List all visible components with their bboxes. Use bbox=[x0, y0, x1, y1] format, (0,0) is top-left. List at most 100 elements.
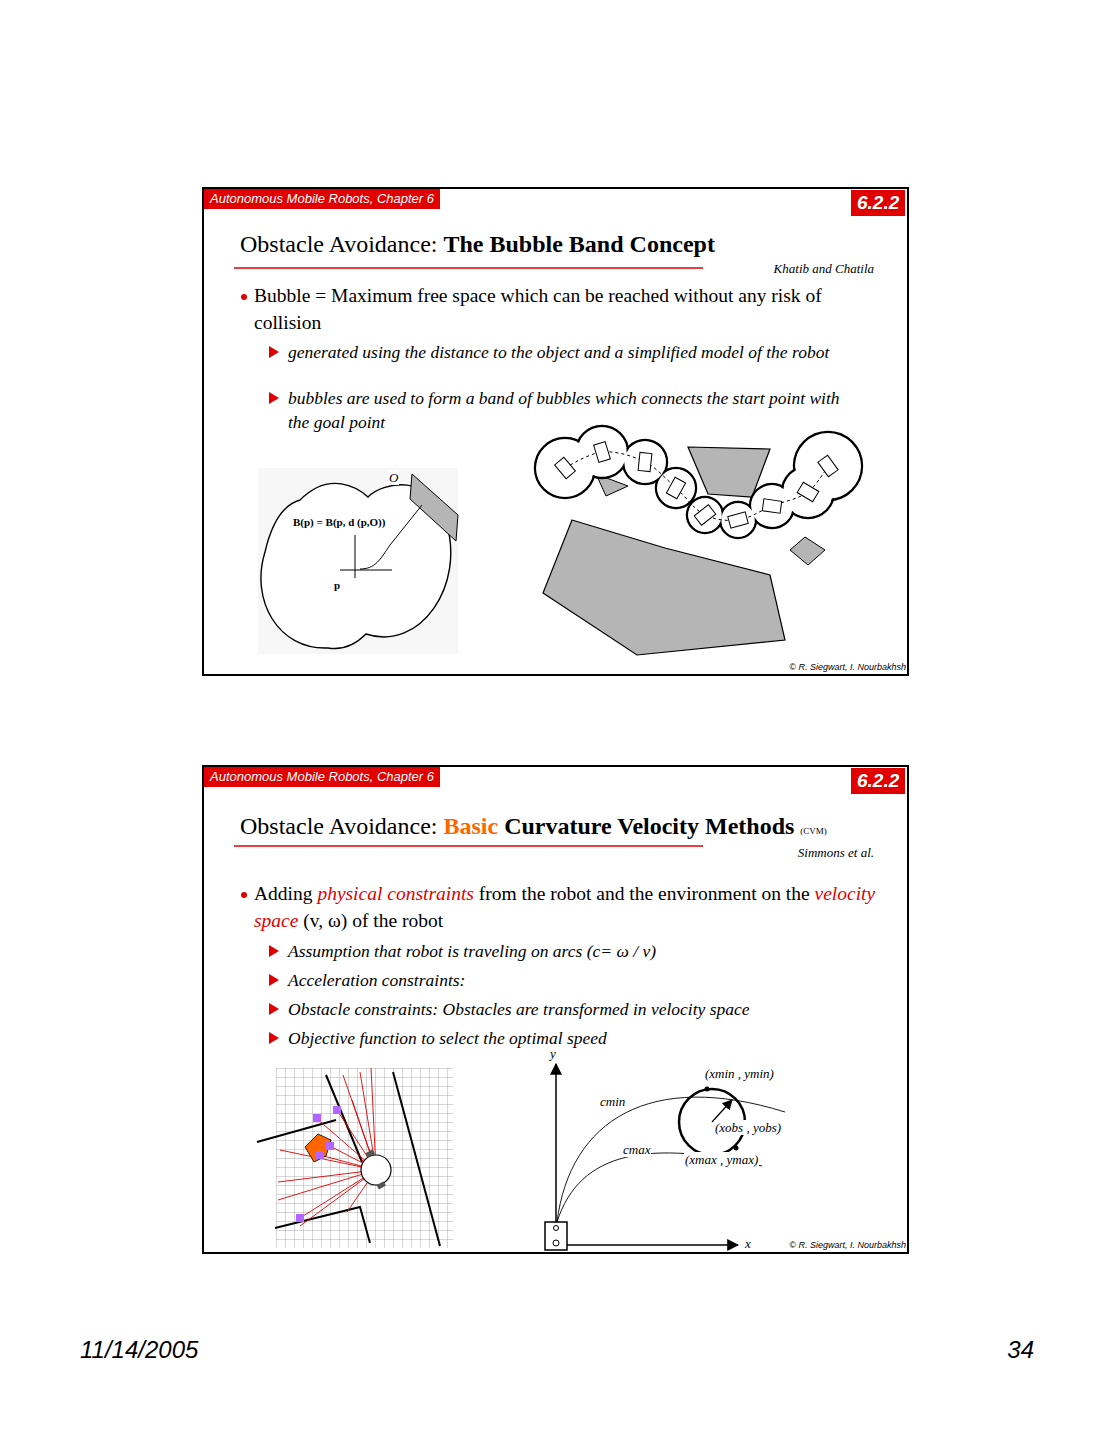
section-number: 6.2.2 bbox=[851, 190, 905, 216]
grid-figure bbox=[361, 1155, 391, 1185]
curvature-figure bbox=[556, 1244, 738, 1246]
curvature-figure bbox=[555, 1064, 557, 1245]
bubble-figure bbox=[258, 468, 458, 654]
grid-figure bbox=[393, 1072, 440, 1246]
point-label: p bbox=[333, 579, 341, 592]
bubble-band-figure bbox=[687, 497, 723, 533]
bubble-band-figure bbox=[728, 512, 748, 528]
bullet-mark bbox=[241, 892, 247, 898]
bubble-figure bbox=[258, 468, 458, 654]
section-number: 6.2.2 bbox=[851, 768, 905, 794]
grid-figure bbox=[296, 1106, 341, 1222]
bubble-band-figure bbox=[666, 477, 685, 499]
sub-bullet-text: generated using the distance to the obje… bbox=[288, 342, 829, 362]
chapter-tag: Autonomous Mobile Robots, Chapter 6 bbox=[204, 767, 440, 787]
chapter-tag: Autonomous Mobile Robots, Chapter 6 bbox=[210, 769, 434, 784]
bubble-figure bbox=[355, 535, 356, 578]
page-date: 11/14/2005 bbox=[80, 1336, 198, 1364]
copyright-note: © R. Siegwart, I. Nourbakhsh bbox=[752, 662, 906, 672]
bubble-band-figure bbox=[694, 505, 716, 526]
curvature-figure bbox=[545, 1222, 567, 1250]
bubble-band-figure bbox=[818, 455, 838, 477]
sub-bullet-text: generated using the distance to the obje… bbox=[288, 340, 878, 364]
bubble-band-figure bbox=[535, 426, 862, 538]
sub-bullet-text: Obstacle constraints: Obstacles are tran… bbox=[288, 999, 750, 1019]
grid-figure bbox=[296, 1214, 304, 1222]
slide-title: Basic bbox=[443, 813, 498, 839]
copyright-note: © R. Siegwart, I. Nourbakhsh bbox=[789, 1240, 906, 1250]
bullet-text: (v, ω) of the robot bbox=[303, 910, 443, 931]
copyright-note: © R. Siegwart, I. Nourbakhsh bbox=[752, 1240, 906, 1250]
axis-label: x bbox=[744, 1236, 752, 1251]
curvature-label: cmax bbox=[622, 1142, 651, 1157]
sub-bullet-text: Acceleration constraints: bbox=[288, 970, 465, 990]
bullet-text: from the robot and the environment on th… bbox=[479, 883, 810, 904]
author-note: Simmons et al. bbox=[664, 845, 874, 861]
slide-title: Obstacle Avoidance: bbox=[240, 813, 437, 839]
point-label: (xobs , yobs) bbox=[714, 1120, 782, 1135]
arrow-bullet-mark bbox=[269, 974, 279, 986]
grid-figure bbox=[313, 1114, 321, 1122]
arrow-bullet-mark bbox=[269, 392, 279, 404]
axis-label: y bbox=[549, 1046, 557, 1061]
bullet-text: Bubble = Maximum free space which can be… bbox=[254, 285, 822, 333]
bullet-text: Bubble = Maximum free space which can be… bbox=[254, 283, 884, 337]
bubble-band-figure bbox=[594, 442, 611, 463]
section-number: 6.2.2 bbox=[857, 192, 899, 213]
curvature-figure bbox=[545, 1064, 785, 1250]
grid-figure bbox=[326, 1075, 362, 1162]
curvature-figure bbox=[734, 1146, 739, 1151]
bubble-figure bbox=[410, 474, 458, 541]
grid-figure bbox=[366, 1149, 375, 1157]
grid-figure bbox=[316, 1151, 324, 1159]
bubble-figure bbox=[340, 570, 392, 571]
grid-figure bbox=[333, 1106, 341, 1114]
title-rule bbox=[234, 267, 703, 269]
grid-figure bbox=[257, 1072, 440, 1246]
curvature-label: cmin bbox=[599, 1094, 626, 1109]
section-number: 6.2.2 bbox=[857, 770, 899, 791]
arrow-bullet-mark bbox=[269, 1003, 279, 1015]
sub-bullet-text: Assumption that robot is traveling on ar… bbox=[288, 939, 878, 963]
curvature-figure bbox=[712, 1100, 732, 1122]
bubble-formula: B(p) = B(p, d (p,O)) bbox=[292, 516, 386, 529]
slide-title: Obstacle Avoidance: bbox=[240, 231, 437, 257]
curvature-figure bbox=[554, 1226, 559, 1231]
bubble-band-figure bbox=[688, 498, 721, 531]
bubble-band-figure bbox=[555, 457, 576, 479]
grid-figure bbox=[278, 1068, 376, 1226]
grid-figure bbox=[275, 1207, 370, 1243]
title-rule bbox=[234, 845, 703, 847]
bullet-mark bbox=[241, 294, 247, 300]
bubble-band-figure bbox=[624, 441, 665, 482]
obstacle-label: O bbox=[388, 470, 399, 485]
sub-bullet-text: Obstacle constraints: Obstacles are tran… bbox=[288, 997, 878, 1021]
curvature-figure bbox=[705, 1087, 710, 1092]
slide-title: Curvature Velocity Methods bbox=[504, 813, 794, 839]
grid-figure bbox=[257, 1068, 453, 1248]
grid-figure bbox=[377, 1181, 386, 1189]
sub-bullet-text: bubbles are used to form a band of bubbl… bbox=[288, 388, 840, 432]
point-label: (xmin , ymin) bbox=[704, 1066, 775, 1081]
curvature-figure bbox=[557, 1097, 785, 1222]
bubble-figure bbox=[360, 505, 422, 569]
bubble-band-figure bbox=[762, 499, 781, 513]
curvature-figure bbox=[557, 1153, 762, 1222]
sub-bullet-text: bubbles are used to form a band of bubbl… bbox=[288, 386, 853, 434]
sub-bullet-text: Objective function to select the optimal… bbox=[288, 1026, 878, 1050]
sub-bullet-text: Acceleration constraints: bbox=[288, 968, 878, 992]
bubble-band-figure bbox=[565, 452, 828, 521]
arrow-bullet-mark bbox=[269, 346, 279, 358]
bubble-band-figure bbox=[790, 537, 825, 565]
point-label: (xmax , ymax) bbox=[684, 1152, 759, 1167]
slide-frame: Autonomous Mobile Robots, Chapter 6 6.2.2… bbox=[202, 765, 909, 1254]
arrow-bullet-mark bbox=[269, 1032, 279, 1044]
slide-title: Obstacle Avoidance:BasicCurvature Veloci… bbox=[240, 811, 827, 846]
chapter-tag: Autonomous Mobile Robots, Chapter 6 bbox=[210, 191, 434, 206]
bubble-band-figure bbox=[543, 520, 785, 655]
slide-title: The Bubble Band Concept bbox=[443, 231, 714, 257]
grid-figure bbox=[276, 1068, 453, 1248]
bullet-text: physical constraints bbox=[317, 883, 474, 904]
sub-bullet-text: Assumption that robot is traveling on ar… bbox=[288, 941, 656, 961]
